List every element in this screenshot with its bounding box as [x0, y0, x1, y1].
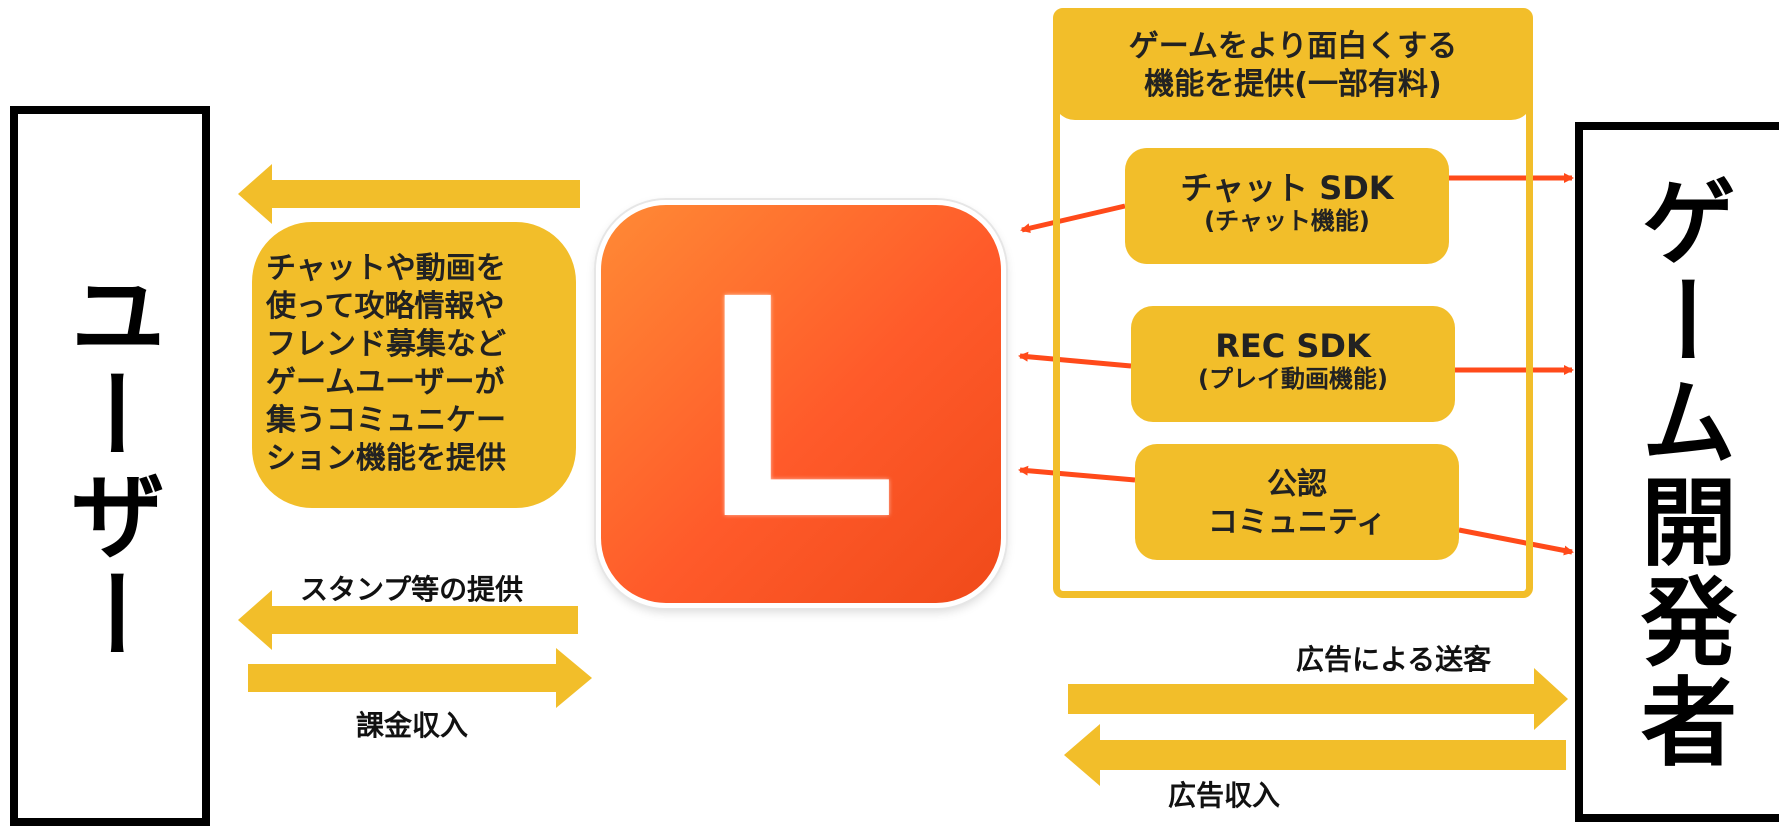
- arrow-ad-revenue-to-app: [1064, 724, 1566, 786]
- red-arrows: [1018, 173, 1574, 556]
- desc-line: チャットや動画を: [266, 251, 506, 286]
- desc-line: 集うコミュニケー: [266, 403, 506, 438]
- official-community-box: 公認 コミュニティ: [1135, 444, 1459, 560]
- ad-revenue-label: 広告収入: [1168, 779, 1281, 812]
- community-feature-description: チャットや動画を 使って攻略情報や フレンド募集など ゲームユーザーが 集うコミ…: [252, 222, 576, 508]
- arrow-community-to-developer: [1458, 527, 1574, 556]
- app-logo-letter: L: [703, 225, 899, 583]
- arrows-layer: [238, 164, 1574, 786]
- developer-label: ゲーム開発者: [1624, 172, 1737, 772]
- arrow-billing-to-app: [248, 648, 592, 708]
- chat-sdk-title: チャット SDK: [1180, 169, 1394, 207]
- rec-sdk-box: REC SDK (プレイ動画機能): [1131, 306, 1455, 422]
- rec-sdk-subtitle: (プレイ動画機能): [1198, 365, 1388, 393]
- user-box: ユーザー: [10, 106, 210, 826]
- app-icon: L: [596, 200, 1006, 608]
- arrow-rec-to-app: [1018, 351, 1132, 369]
- community-line-2: コミュニティ: [1207, 505, 1387, 540]
- stamp-provision-label: スタンプ等の提供: [300, 573, 524, 606]
- chat-sdk-box: チャット SDK (チャット機能): [1125, 148, 1449, 264]
- desc-line: 使って攻略情報や: [266, 289, 505, 324]
- arrow-chat-to-app: [1020, 203, 1126, 234]
- ad-traffic-label: 広告による送客: [1296, 643, 1492, 676]
- desc-line: ション機能を提供: [266, 441, 506, 476]
- arrow-stamp-to-user: [238, 590, 578, 650]
- chat-sdk-subtitle: (チャット機能): [1204, 207, 1370, 235]
- desc-line: フレンド募集など: [266, 327, 506, 362]
- rec-sdk-title: REC SDK: [1215, 327, 1371, 365]
- billing-revenue-label: 課金収入: [356, 709, 469, 742]
- user-label: ユーザー: [53, 266, 166, 666]
- sdk-panel-header: ゲームをより面白くする 機能を提供(一部有料): [1053, 8, 1533, 120]
- arrow-community-to-app: [1018, 465, 1136, 483]
- developer-box: ゲーム開発者: [1575, 122, 1779, 822]
- arrow-ad-traffic-to-developer: [1068, 668, 1568, 730]
- community-line-1: 公認: [1267, 467, 1327, 502]
- desc-line: ゲームユーザーが: [266, 365, 505, 400]
- arrow-to-user-top: [238, 164, 580, 224]
